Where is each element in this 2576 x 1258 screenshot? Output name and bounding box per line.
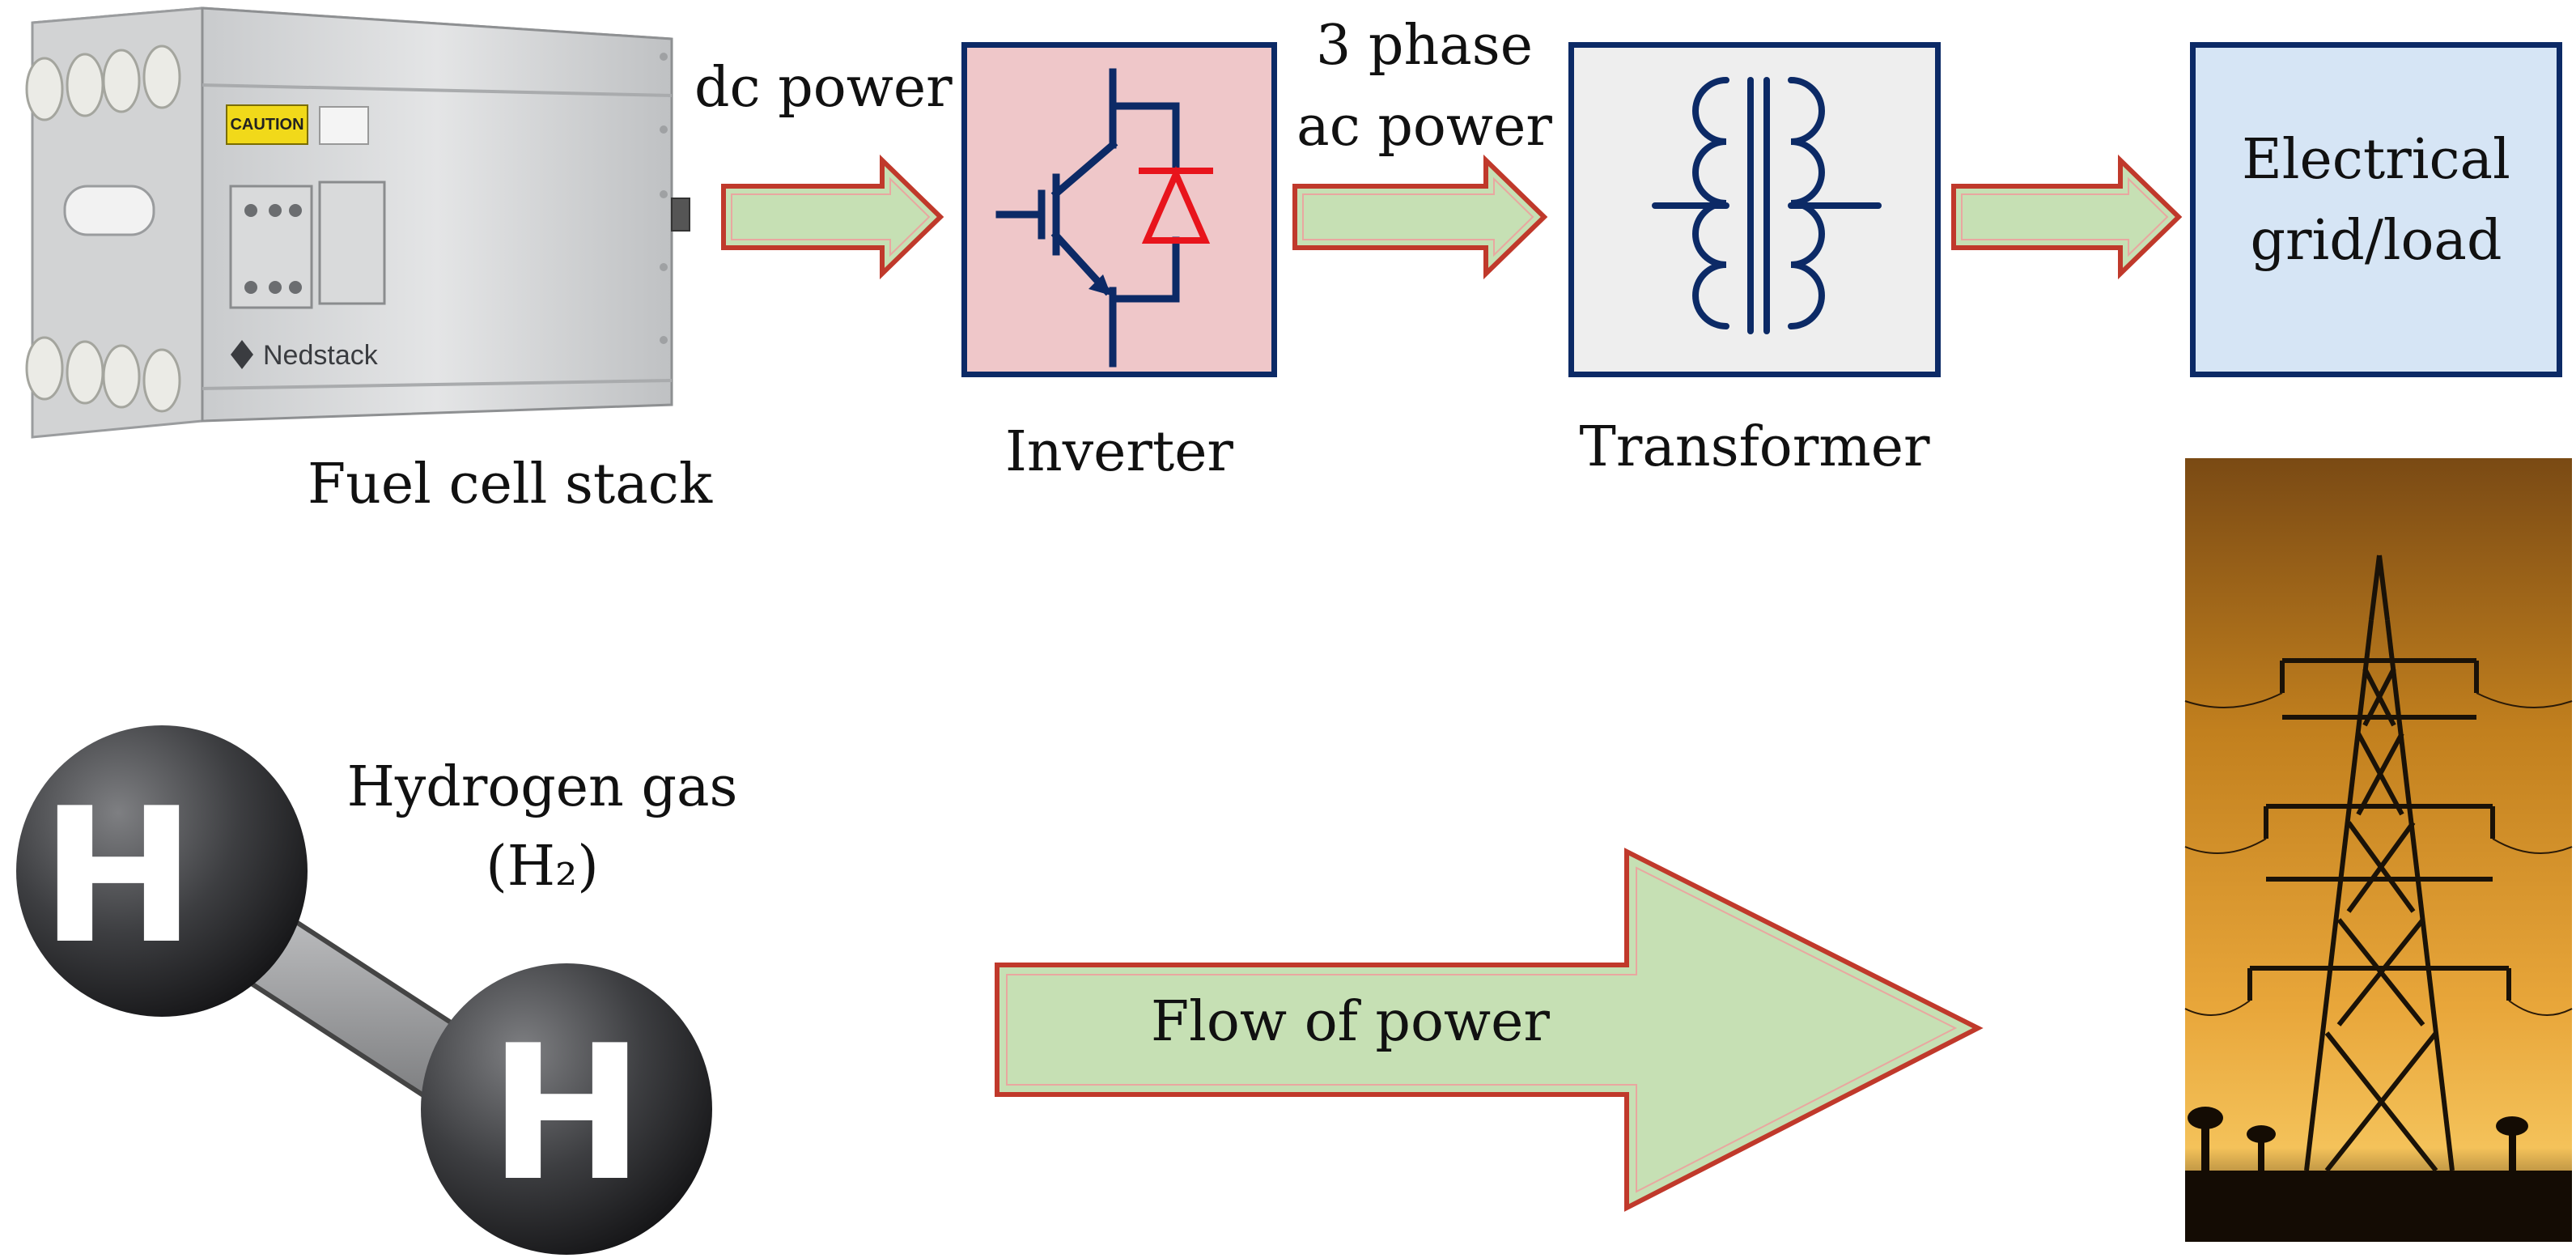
hydrogen-label-line1: Hydrogen gas: [346, 755, 738, 819]
inverter-box: [961, 42, 1277, 377]
transformer-label: Transformer: [1579, 415, 1930, 479]
atom-symbol-1: H: [40, 769, 197, 985]
transformer-box: [1568, 42, 1941, 377]
hydrogen-molecule-icon: H H: [16, 725, 712, 1255]
brand-label: Nedstack: [263, 340, 379, 371]
three-phase-label-line2: ac power: [1296, 95, 1552, 159]
flow-of-power-arrow: [995, 848, 1984, 1212]
flow-of-power-label: Flow of power: [1151, 990, 1550, 1054]
arrow-inverter-to-transformer: [1292, 154, 1548, 280]
grid-label-line1: Electrical: [2242, 128, 2510, 192]
inverter-label: Inverter: [1005, 420, 1233, 484]
dc-power-label: dc power: [694, 56, 953, 120]
fuel-cell-stack-icon: CAUTION Nedstack: [25, 6, 690, 439]
igbt-with-diode-icon: [995, 68, 1213, 368]
arrow-fuelcell-to-inverter: [721, 154, 944, 280]
transmission-tower-icon: [2184, 458, 2573, 1242]
three-phase-label-line1: 3 phase: [1316, 14, 1533, 78]
hydrogen-label-line2: (H₂): [486, 835, 599, 899]
caution-label: CAUTION: [230, 116, 303, 134]
transformer-coil-icon: [1652, 77, 1882, 334]
arrow-transformer-to-grid: [1951, 154, 2183, 280]
fuel-cell-stack-label: Fuel cell stack: [307, 453, 713, 516]
grid-load-box: Electrical grid/load: [2190, 42, 2562, 377]
grid-label-line2: grid/load: [2250, 209, 2502, 273]
atom-symbol-2: H: [489, 1006, 645, 1222]
